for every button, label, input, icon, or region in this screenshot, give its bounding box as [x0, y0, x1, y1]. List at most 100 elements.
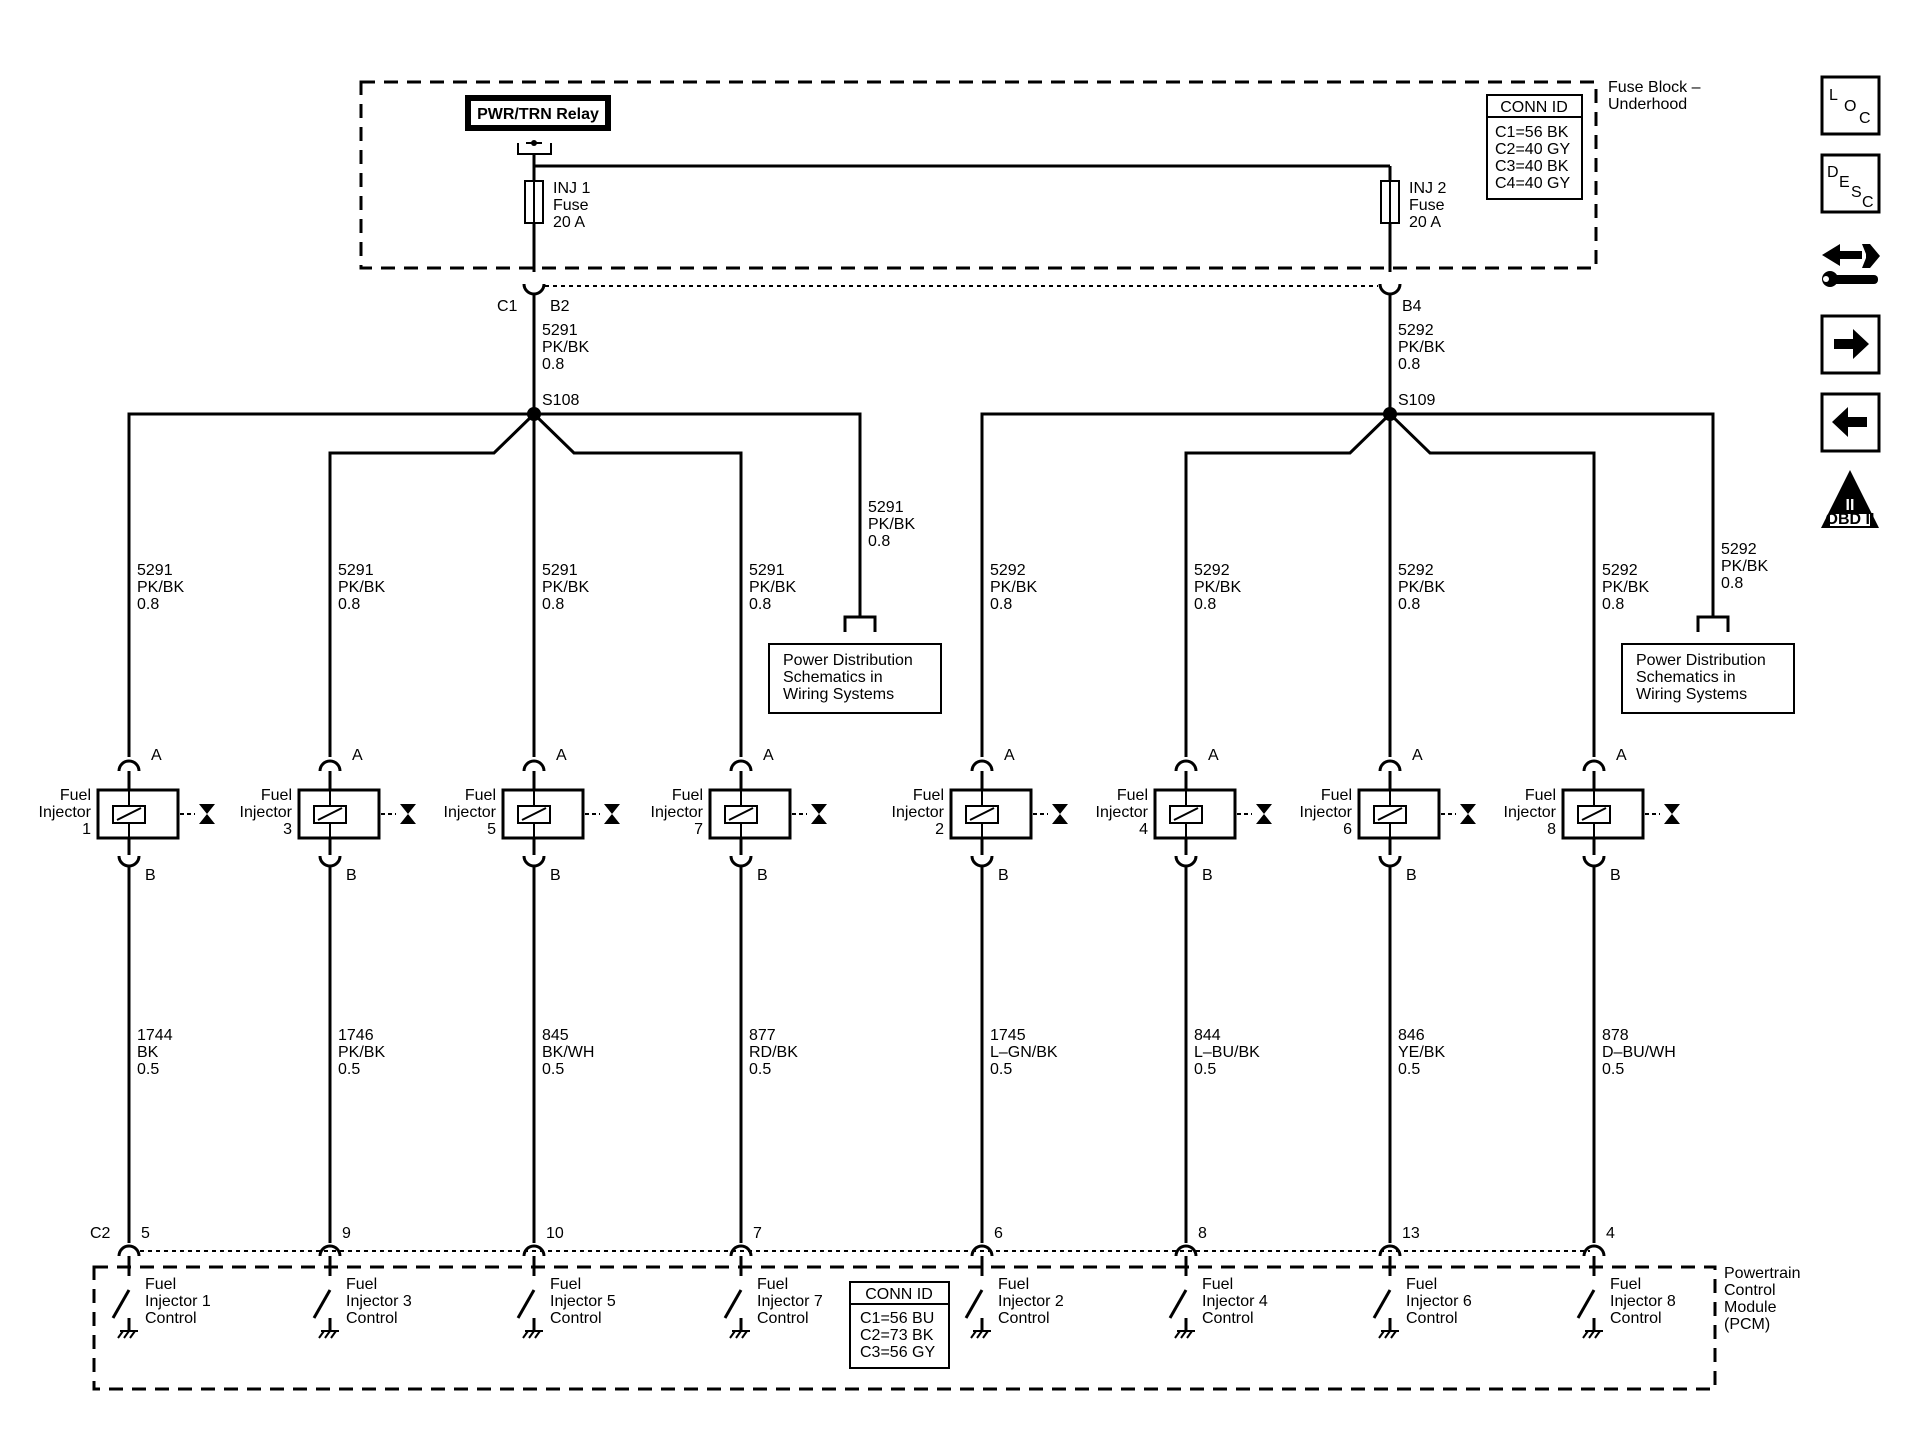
pin-b-terminal — [117, 855, 141, 868]
svg-text:S: S — [1851, 184, 1862, 201]
pin-a-label: A — [1004, 747, 1015, 764]
pin-a-label: A — [556, 747, 567, 764]
svg-text:C: C — [1862, 194, 1874, 211]
pin-b-terminal — [1582, 855, 1606, 868]
svg-text:O: O — [1844, 98, 1856, 115]
s108-branches — [127, 411, 862, 757]
fuse-block-conn-id-title: CONN ID — [1500, 99, 1568, 116]
wrench-arrows-icon — [1822, 244, 1880, 287]
svg-text:L: L — [1829, 87, 1838, 104]
splice-s108-label: S108 — [542, 392, 579, 409]
obd-ii-icon: II OBD II — [1821, 470, 1879, 528]
driver-switch-icon — [1168, 1289, 1188, 1319]
svg-text:OBD II: OBD II — [1826, 511, 1875, 528]
pcm-terminal — [1378, 1244, 1402, 1257]
pin-a-terminal — [1378, 759, 1402, 772]
pcm-terminal — [970, 1244, 994, 1257]
pcm-terminal — [522, 1244, 546, 1257]
pin-b-terminal — [1378, 855, 1402, 868]
power-dist-left-ref-box[interactable] — [768, 643, 942, 714]
pcm-conn-id-box — [849, 1281, 950, 1369]
pin-b-label: B — [757, 867, 768, 884]
obd-button[interactable]: II OBD II — [1821, 470, 1879, 528]
pin-b-label: B — [1406, 867, 1417, 884]
arrow-left-icon — [1832, 407, 1867, 437]
driver-switch-icon — [1576, 1289, 1596, 1319]
fuse-block-conn-id-4: C4=40 GY — [1495, 175, 1570, 192]
next-button[interactable] — [1820, 314, 1881, 375]
fuse-block-conn-id-3: C3=40 BK — [1495, 158, 1569, 175]
pin-a-terminal — [1174, 759, 1198, 772]
pcm-terminal — [729, 1244, 753, 1257]
pin-b-label: B — [1610, 867, 1621, 884]
connector-c1: C1 B2 B4 — [497, 283, 1422, 315]
b4-pin-label: B4 — [1402, 298, 1422, 315]
pin-a-label: A — [1208, 747, 1219, 764]
driver-switch-icon — [1372, 1289, 1392, 1319]
desc-button[interactable]: D E S C — [1820, 153, 1881, 214]
pin-b-terminal — [318, 855, 342, 868]
pin-a-label: A — [763, 747, 774, 764]
pcm-conn-id-title: CONN ID — [865, 1286, 933, 1303]
pin-b-label: B — [145, 867, 156, 884]
pin-b-terminal — [970, 855, 994, 868]
pin-a-label: A — [1616, 747, 1627, 764]
loc-button[interactable]: L O C — [1820, 75, 1881, 136]
pin-a-terminal — [729, 759, 753, 772]
driver-switch-icon — [964, 1289, 984, 1319]
pin-a-label: A — [1412, 747, 1423, 764]
c1-label: C1 — [497, 298, 518, 315]
pin-b-label: B — [998, 867, 1009, 884]
pcm-conn-id-3: C3=56 GY — [860, 1344, 935, 1361]
pcm-terminal — [1174, 1244, 1198, 1257]
side-toolbar: L O C D E S C — [1820, 75, 1881, 528]
pin-b-label: B — [1202, 867, 1213, 884]
pin-b-label: B — [346, 867, 357, 884]
pin-b-label: B — [550, 867, 561, 884]
c1-b2-terminal — [522, 283, 546, 296]
pcm-pin-label: 7 — [753, 1225, 762, 1242]
pin-a-terminal — [522, 759, 546, 772]
splice-s109-label: S109 — [1398, 392, 1435, 409]
pcm-terminal — [117, 1244, 141, 1257]
power-dist-right-ref-box[interactable] — [1621, 643, 1795, 714]
driver-switch-icon — [516, 1289, 536, 1319]
svg-text:D: D — [1827, 164, 1839, 181]
location-icon: L O C — [1829, 87, 1871, 127]
pcm-pin-label: 4 — [1606, 1225, 1615, 1242]
pin-a-terminal — [970, 759, 994, 772]
previous-button[interactable] — [1820, 392, 1881, 453]
valve-icon — [400, 804, 416, 824]
arrow-right-icon — [1834, 329, 1869, 359]
valve-icon — [604, 804, 620, 824]
pcm-pin-label: 6 — [994, 1225, 1003, 1242]
pin-a-terminal — [1582, 759, 1606, 772]
service-button[interactable] — [1822, 244, 1880, 287]
pin-a-label: A — [352, 747, 363, 764]
